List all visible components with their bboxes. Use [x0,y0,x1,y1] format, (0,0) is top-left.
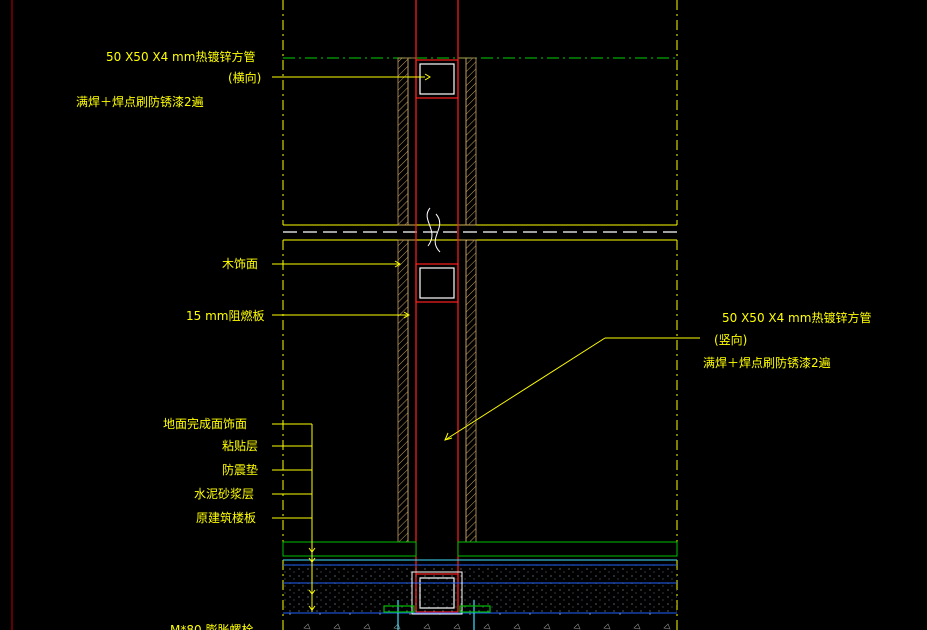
horizontal-tube-section [415,59,459,613]
label-mortar-layer: 水泥砂浆层 [194,486,254,501]
label-weld-note-top: 满焊＋焊点刷防锈漆2遍 [76,94,204,109]
label-tube-horizontal-dir: (横向) [228,70,261,85]
anchor-bolts [383,600,491,630]
label-slab: 原建筑楼板 [196,510,256,525]
label-tube-vertical-spec: 50 X50 X4 mm热镀锌方管 [722,310,871,325]
label-fire-board: 15 mm阻燃板 [186,308,264,323]
label-tube-horizontal-spec: 50 X50 X4 mm热镀锌方管 [106,49,255,64]
vertical-steel-tube [415,0,459,612]
label-bolt-note: M*80 膨胀螺栓 [170,622,253,630]
label-shock-pad: 防震垫 [222,462,258,477]
label-adhesive-layer: 粘贴层 [222,438,258,453]
label-tube-vertical-dir: (竖向) [714,332,747,347]
leader-lines [272,73,700,612]
label-weld-note-right: 满焊＋焊点刷防锈漆2遍 [703,355,831,370]
label-wood-finish: 木饰面 [222,257,258,271]
wall-panel [397,57,477,543]
floor-structure [282,541,678,630]
break-symbol [426,207,441,253]
label-floor-finish: 地面完成面饰面 [163,416,247,431]
